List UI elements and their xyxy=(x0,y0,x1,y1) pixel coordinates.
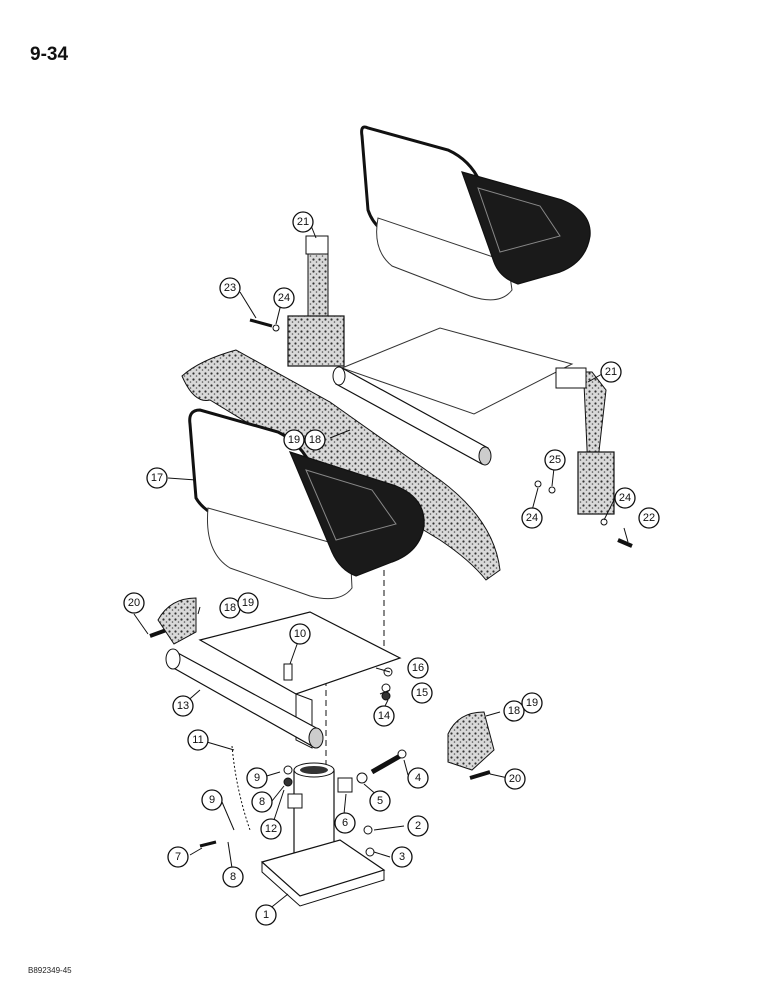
callout-label: 24 xyxy=(619,492,631,504)
callout-label: 10 xyxy=(294,628,306,640)
callout-18-left: 18 xyxy=(219,597,241,619)
upper-seat-belt xyxy=(287,235,615,515)
callout-19-right: 19 xyxy=(521,692,543,714)
callout-23: 23 xyxy=(219,277,241,299)
callout-18-right: 18 xyxy=(503,700,525,722)
callout-25: 25 xyxy=(544,449,566,471)
callout-3: 3 xyxy=(391,846,413,868)
callout-11: 11 xyxy=(187,729,209,751)
callout-10: 10 xyxy=(289,623,311,645)
callout-label: 8 xyxy=(259,796,265,808)
callout-label: 13 xyxy=(177,700,189,712)
seat-pedestal xyxy=(260,762,386,907)
callout-label: 6 xyxy=(342,817,348,829)
callout-label: 5 xyxy=(377,795,383,807)
callout-22: 22 xyxy=(638,507,660,529)
callout-13: 13 xyxy=(172,695,194,717)
callout-label: 4 xyxy=(415,772,421,784)
drawing-reference-code: B892349-45 xyxy=(28,966,72,975)
callout-label: 12 xyxy=(265,823,277,835)
callout-label: 18 xyxy=(508,705,520,717)
callout-19-belt: 19 xyxy=(283,429,305,451)
page-number: 9-34 xyxy=(30,44,69,65)
lower-belt-right xyxy=(447,711,495,771)
lower-belt-left xyxy=(157,597,197,645)
callout-24-right: 24 xyxy=(614,487,636,509)
callout-17: 17 xyxy=(146,467,168,489)
callout-label: 19 xyxy=(288,434,300,446)
callout-label: 23 xyxy=(224,282,236,294)
callout-12: 12 xyxy=(260,818,282,840)
callout-2: 2 xyxy=(407,815,429,837)
callout-label: 20 xyxy=(128,597,140,609)
callout-label: 16 xyxy=(412,662,424,674)
callout-8-upper: 8 xyxy=(251,791,273,813)
callout-18-belt: 18 xyxy=(304,429,326,451)
callout-label: 18 xyxy=(309,434,321,446)
callout-9-lower: 9 xyxy=(201,789,223,811)
callout-label: 18 xyxy=(224,602,236,614)
callout-21-top: 21 xyxy=(292,211,314,233)
callout-label: 19 xyxy=(526,697,538,709)
callout-9-upper: 9 xyxy=(246,767,268,789)
callout-24-mid: 24 xyxy=(521,507,543,529)
callout-8-lower: 8 xyxy=(222,866,244,888)
callout-label: 19 xyxy=(242,597,254,609)
callout-label: 20 xyxy=(509,773,521,785)
callout-14: 14 xyxy=(373,705,395,727)
callout-label: 3 xyxy=(399,851,405,863)
callout-label: 21 xyxy=(297,216,309,228)
callout-label: 22 xyxy=(643,512,655,524)
callout-4: 4 xyxy=(407,767,429,789)
callout-21-right: 21 xyxy=(600,361,622,383)
callout-label: 25 xyxy=(549,454,561,466)
callout-1: 1 xyxy=(255,904,277,926)
callout-24-top: 24 xyxy=(273,287,295,309)
callout-label: 24 xyxy=(278,292,290,304)
callout-label: 21 xyxy=(605,366,617,378)
callout-label: 2 xyxy=(415,820,421,832)
callout-label: 17 xyxy=(151,472,163,484)
callout-16: 16 xyxy=(407,657,429,679)
callout-label: 14 xyxy=(378,710,390,722)
pivot-shaft xyxy=(165,648,324,749)
callout-19-left: 19 xyxy=(237,592,259,614)
seat-pivot-tube xyxy=(332,366,492,466)
callout-label: 9 xyxy=(254,772,260,784)
callout-20-left: 20 xyxy=(123,592,145,614)
callout-6: 6 xyxy=(334,812,356,834)
callout-label: 1 xyxy=(263,909,269,921)
callout-15: 15 xyxy=(411,682,433,704)
main-seat-assembly xyxy=(181,349,501,600)
callout-label: 24 xyxy=(526,512,538,524)
callout-label: 8 xyxy=(230,871,236,883)
callout-7: 7 xyxy=(167,846,189,868)
callout-label: 9 xyxy=(209,794,215,806)
callout-20-right: 20 xyxy=(504,768,526,790)
upper-seat-assembly xyxy=(360,125,591,301)
alignment-lines xyxy=(325,570,385,770)
hardware xyxy=(149,318,633,857)
callout-5: 5 xyxy=(369,790,391,812)
callout-label: 7 xyxy=(175,851,181,863)
seat-mounting-plate xyxy=(340,327,574,415)
callout-label: 15 xyxy=(416,687,428,699)
callout-label: 11 xyxy=(192,734,203,746)
